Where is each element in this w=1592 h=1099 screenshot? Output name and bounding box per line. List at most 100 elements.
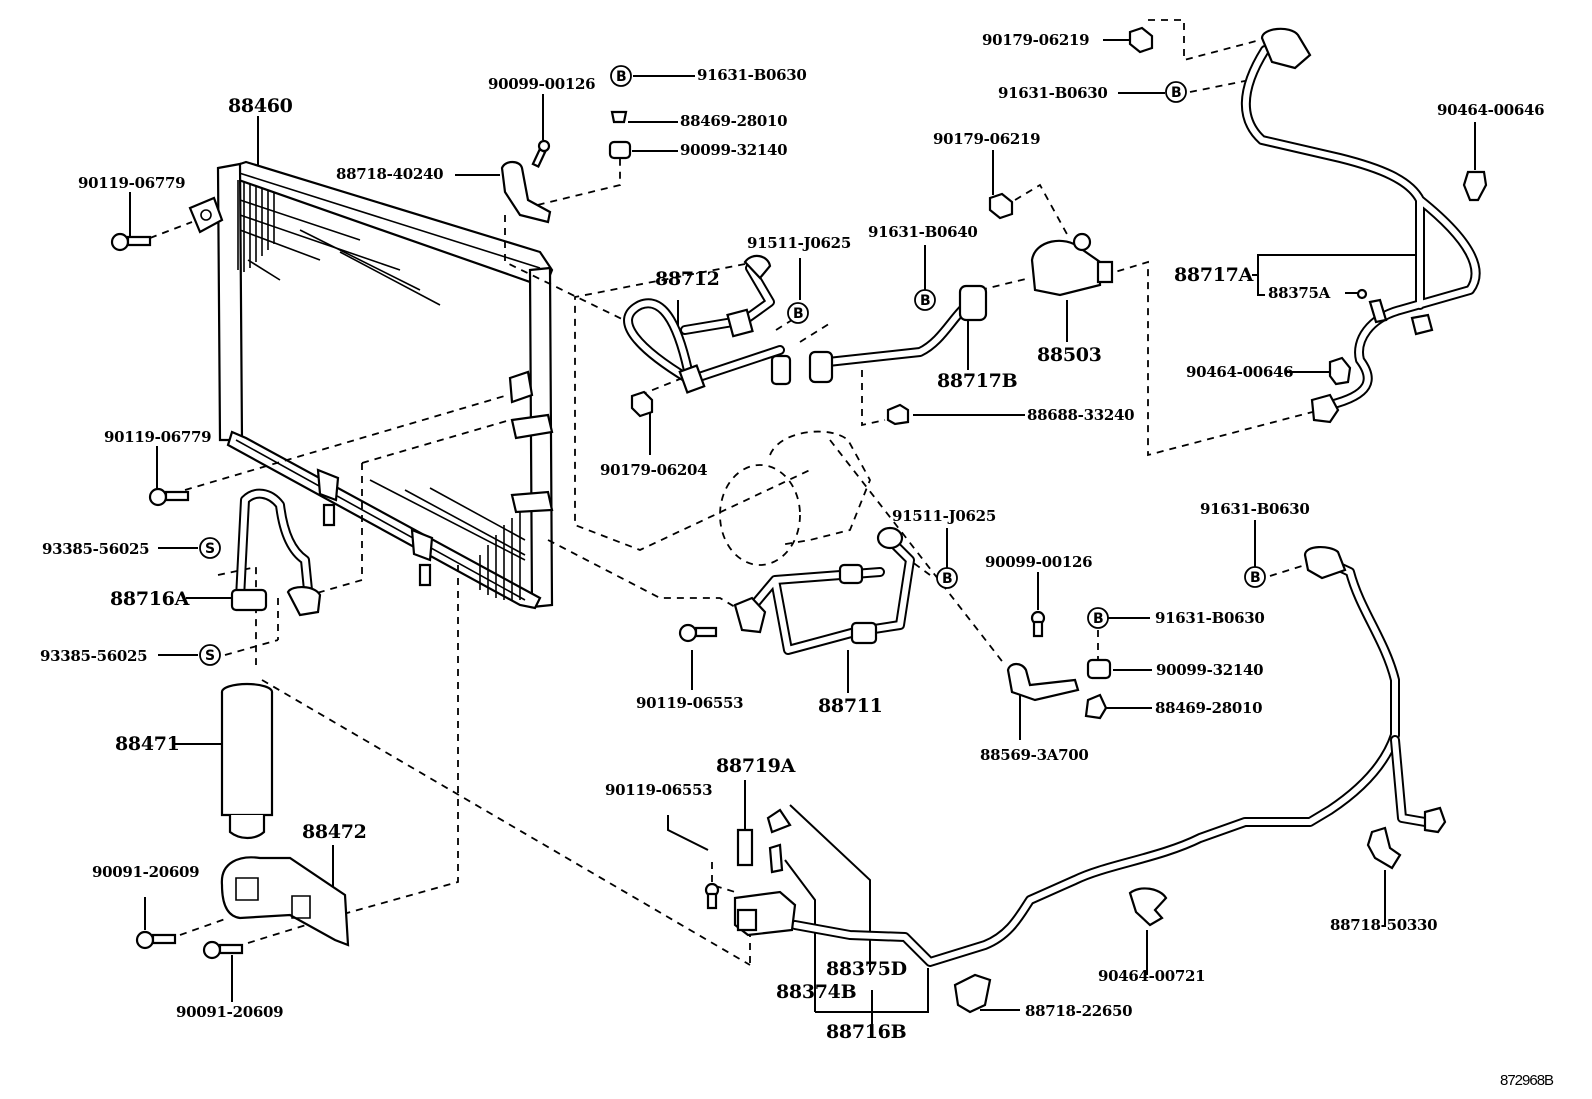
grommet-88469-28010-b: [1086, 695, 1106, 718]
part-label[interactable]: 88471: [115, 733, 180, 755]
part-label[interactable]: 91631-B0630: [697, 66, 807, 84]
grommet-88469-28010-a: [612, 112, 626, 122]
svg-text:B: B: [793, 306, 804, 322]
part-label[interactable]: 90464-00646: [1437, 101, 1545, 119]
part-label[interactable]: 90464-00646: [1186, 363, 1294, 381]
part-label[interactable]: 91511-J0625: [747, 234, 851, 252]
part-label[interactable]: 90119-06553: [605, 781, 713, 799]
condenser-fins-top: [238, 180, 440, 305]
clip-90464-00646: [1464, 172, 1486, 200]
cushion-90099-32140-b: [1088, 660, 1110, 678]
pipe-88716A[interactable]: [232, 494, 320, 615]
cap-88375D: [768, 810, 790, 832]
guide-lines: [150, 20, 1320, 965]
part-label[interactable]: 91631-B0630: [1200, 500, 1310, 518]
part-label[interactable]: 91631-B0630: [1155, 609, 1265, 627]
plug-88688-33240: [888, 405, 908, 424]
part-label[interactable]: 90179-06204: [600, 461, 708, 479]
part-label[interactable]: 91511-J0625: [892, 507, 996, 525]
condenser-fins-bottom: [370, 480, 525, 600]
part-label[interactable]: 91631-B0630: [998, 84, 1108, 102]
svg-text:B: B: [1093, 611, 1104, 627]
svg-text:S: S: [205, 541, 215, 557]
part-label[interactable]: 88375A: [1268, 284, 1331, 302]
part-label[interactable]: 91631-B0640: [868, 223, 978, 241]
b-symbol-icon: B: [1245, 567, 1265, 587]
symbol-markers: B B B B B B B S S: [200, 66, 1265, 665]
diagram-reference-code: 872968B: [1500, 1072, 1554, 1089]
part-label[interactable]: 88460: [228, 95, 293, 117]
bolt-icon: [533, 141, 549, 167]
part-label[interactable]: 90099-00126: [985, 553, 1093, 571]
compressor-phantom: [720, 432, 870, 565]
part-label[interactable]: 88374B: [776, 981, 857, 1003]
part-label[interactable]: 88711: [818, 695, 883, 717]
part-label[interactable]: 88716A: [110, 588, 190, 610]
switch-88719A: [738, 830, 752, 865]
fitting-88375A: [1370, 300, 1386, 322]
part-label[interactable]: 90091-20609: [176, 1003, 284, 1021]
bolt-icon: [150, 489, 188, 505]
nuts: [632, 28, 1350, 416]
part-label[interactable]: 88469-28010: [1155, 699, 1263, 717]
condenser-88460[interactable]: [190, 162, 552, 608]
part-label[interactable]: 88717B: [937, 370, 1018, 392]
bolt-icon: [706, 884, 718, 908]
clips-and-brackets: [502, 112, 1486, 1012]
b-symbol-icon: B: [1166, 82, 1186, 102]
svg-text:B: B: [920, 293, 931, 309]
o-ring-88375A: [1358, 290, 1366, 298]
part-label[interactable]: 90099-00126: [488, 75, 596, 93]
leader-lines: [130, 40, 1475, 1035]
b-symbol-icon: B: [788, 303, 808, 323]
expansion-valve-88503[interactable]: [1032, 234, 1112, 295]
nut-icon: [990, 194, 1012, 218]
part-label[interactable]: 93385-56025: [40, 647, 148, 665]
svg-text:B: B: [1250, 570, 1261, 586]
part-label[interactable]: 90099-32140: [1156, 661, 1264, 679]
b-symbol-icon: B: [611, 66, 631, 86]
part-label[interactable]: 88375D: [826, 958, 907, 980]
receiver-drier-88471[interactable]: [222, 684, 272, 838]
part-label[interactable]: 88503: [1037, 344, 1102, 366]
part-label[interactable]: 88688-33240: [1027, 406, 1135, 424]
part-label[interactable]: 88569-3A700: [980, 746, 1089, 764]
svg-text:B: B: [942, 571, 953, 587]
b-symbol-icon: B: [937, 568, 957, 588]
pipe-88716B[interactable]: [735, 547, 1445, 962]
b-symbol-icon: B: [915, 290, 935, 310]
part-label[interactable]: 90099-32140: [680, 141, 788, 159]
svg-text:S: S: [205, 648, 215, 664]
bolt-icon: [204, 942, 242, 958]
part-label[interactable]: 88716B: [826, 1021, 907, 1043]
part-label[interactable]: 88717A: [1174, 264, 1254, 286]
cushion-90099-32140-a: [610, 142, 630, 158]
part-label[interactable]: 88472: [302, 821, 367, 843]
clip-88718-50330: [1368, 828, 1400, 868]
part-label[interactable]: 90091-20609: [92, 863, 200, 881]
part-label[interactable]: 88718-50330: [1330, 916, 1438, 934]
part-label[interactable]: 90119-06779: [104, 428, 212, 446]
nut-icon: [632, 392, 652, 416]
part-label[interactable]: 90119-06553: [636, 694, 744, 712]
part-label[interactable]: 90119-06779: [78, 174, 186, 192]
bolt-icon: [112, 234, 150, 250]
s-symbol-icon: S: [200, 538, 220, 558]
pipe-88711[interactable]: [735, 528, 910, 650]
part-label[interactable]: 88712: [655, 268, 720, 290]
part-label[interactable]: 90179-06219: [982, 31, 1090, 49]
pipe-88712[interactable]: [628, 256, 790, 393]
part-label[interactable]: 90179-06219: [933, 130, 1041, 148]
part-label[interactable]: 90464-00721: [1098, 967, 1206, 985]
bolt-icon: [137, 932, 175, 948]
part-label[interactable]: 88718-22650: [1025, 1002, 1133, 1020]
part-label[interactable]: 93385-56025: [42, 540, 150, 558]
bracket-88472[interactable]: [222, 857, 348, 945]
pipe-88717B[interactable]: [810, 286, 986, 382]
bolt-icon: [680, 625, 716, 641]
part-label[interactable]: 88469-28010: [680, 112, 788, 130]
part-label[interactable]: 88719A: [716, 755, 796, 777]
clip-88718-22650: [955, 975, 990, 1012]
part-label[interactable]: 88718-40240: [336, 165, 444, 183]
